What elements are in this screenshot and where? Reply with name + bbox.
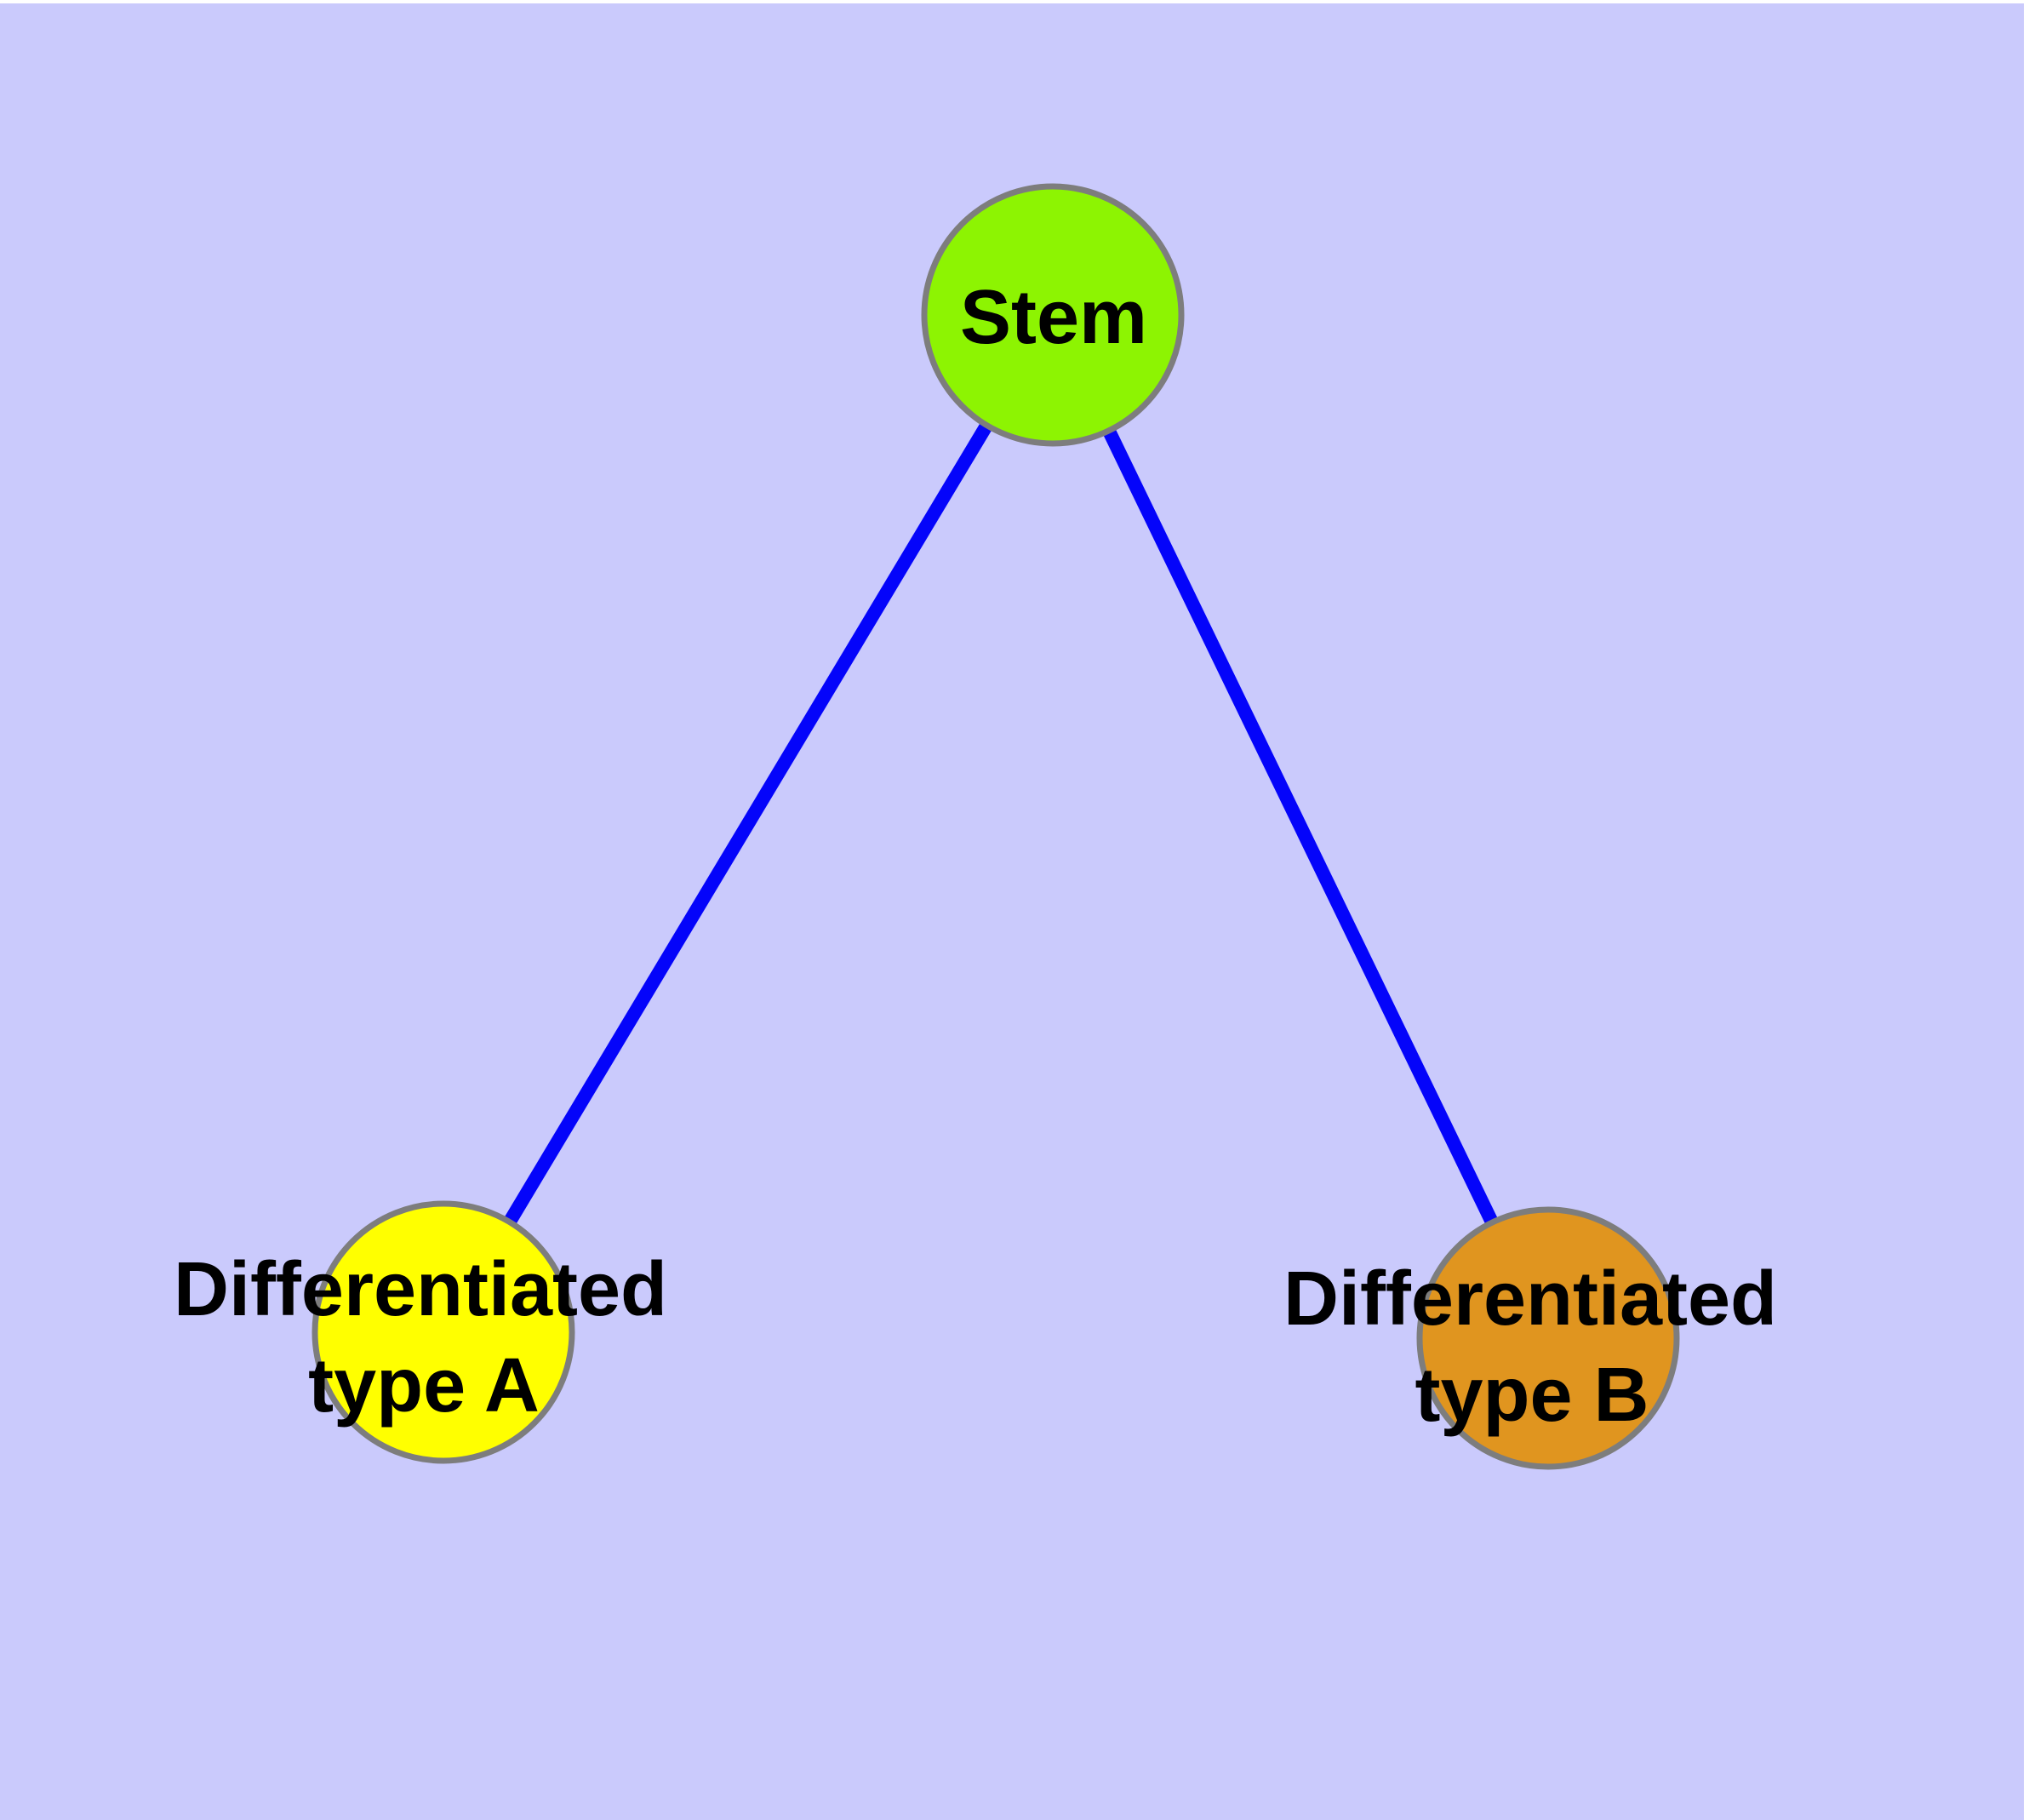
node-stem-circle — [921, 183, 1185, 447]
node-type-b-label-line1: Differentiated — [1283, 1256, 1777, 1342]
node-stem: Stem — [921, 183, 1185, 447]
node-type-a-label-line2: type A — [308, 1343, 540, 1428]
node-type-b-circle — [1416, 1206, 1680, 1470]
edge-stem-to-type-b — [1046, 312, 1555, 1342]
edge-stem-to-type-a — [437, 311, 1059, 1336]
node-type-a-label-line1: Differentiated — [174, 1247, 667, 1332]
node-differentiated-type-b: Differentiated type B — [1283, 1206, 1777, 1470]
node-type-b-label-line2: type B — [1415, 1353, 1649, 1438]
edge-group — [437, 311, 1555, 1342]
node-stem-label: Stem — [960, 275, 1147, 360]
node-type-a-circle — [311, 1200, 575, 1464]
node-differentiated-type-a: Differentiated type A — [174, 1200, 667, 1464]
